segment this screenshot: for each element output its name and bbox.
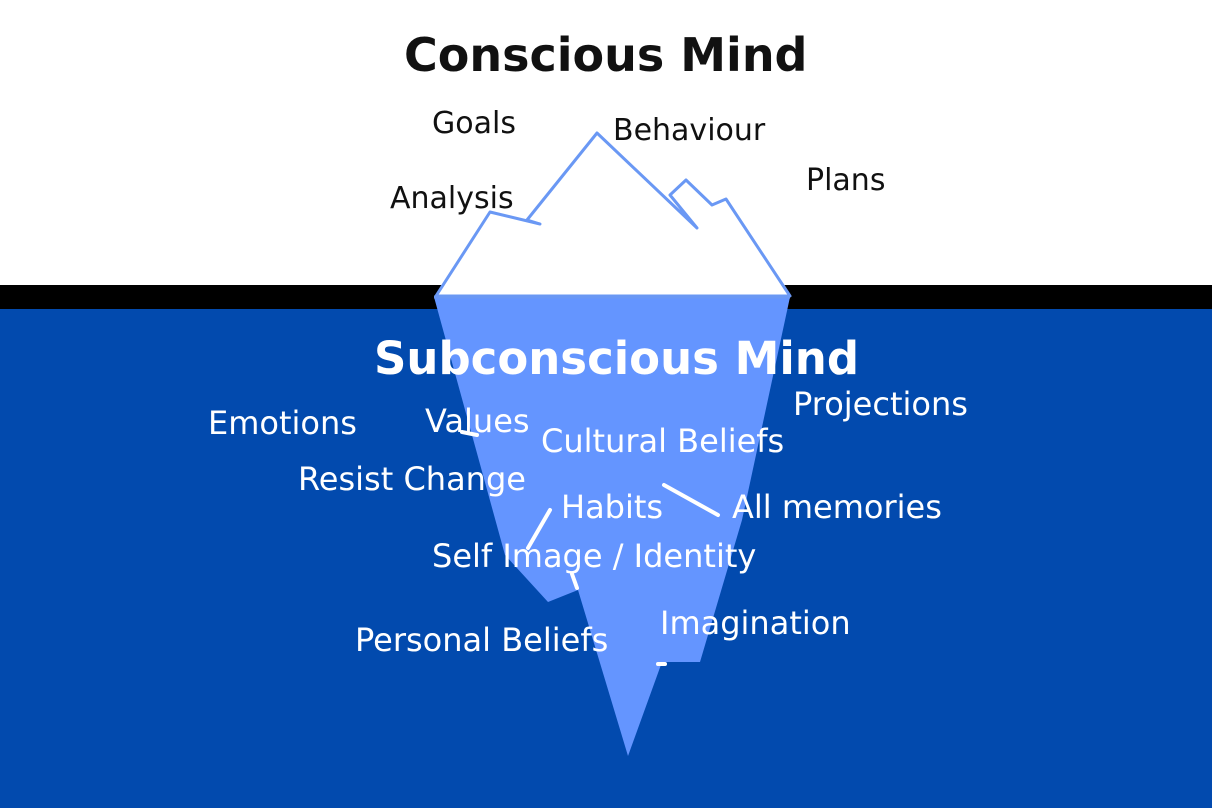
imagination-label: Imagination: [660, 604, 851, 642]
all-memories-label: All memories: [732, 488, 942, 526]
conscious-mind-title: Conscious Mind: [404, 28, 808, 82]
personal-beliefs-label: Personal Beliefs: [355, 621, 608, 659]
values-label: Values: [425, 402, 530, 440]
goals-label: Goals: [432, 106, 516, 141]
subconscious-mind-title: Subconscious Mind: [374, 332, 859, 385]
analysis-label: Analysis: [390, 181, 514, 216]
resist-change-label: Resist Change: [298, 460, 526, 498]
plans-label: Plans: [806, 163, 885, 198]
habits-label: Habits: [561, 488, 663, 526]
emotions-label: Emotions: [208, 404, 357, 442]
cultural-beliefs-label: Cultural Beliefs: [541, 422, 784, 460]
projections-label: Projections: [793, 385, 968, 423]
self-image-identity-label: Self Image / Identity: [432, 537, 756, 575]
behaviour-label: Behaviour: [613, 113, 765, 148]
